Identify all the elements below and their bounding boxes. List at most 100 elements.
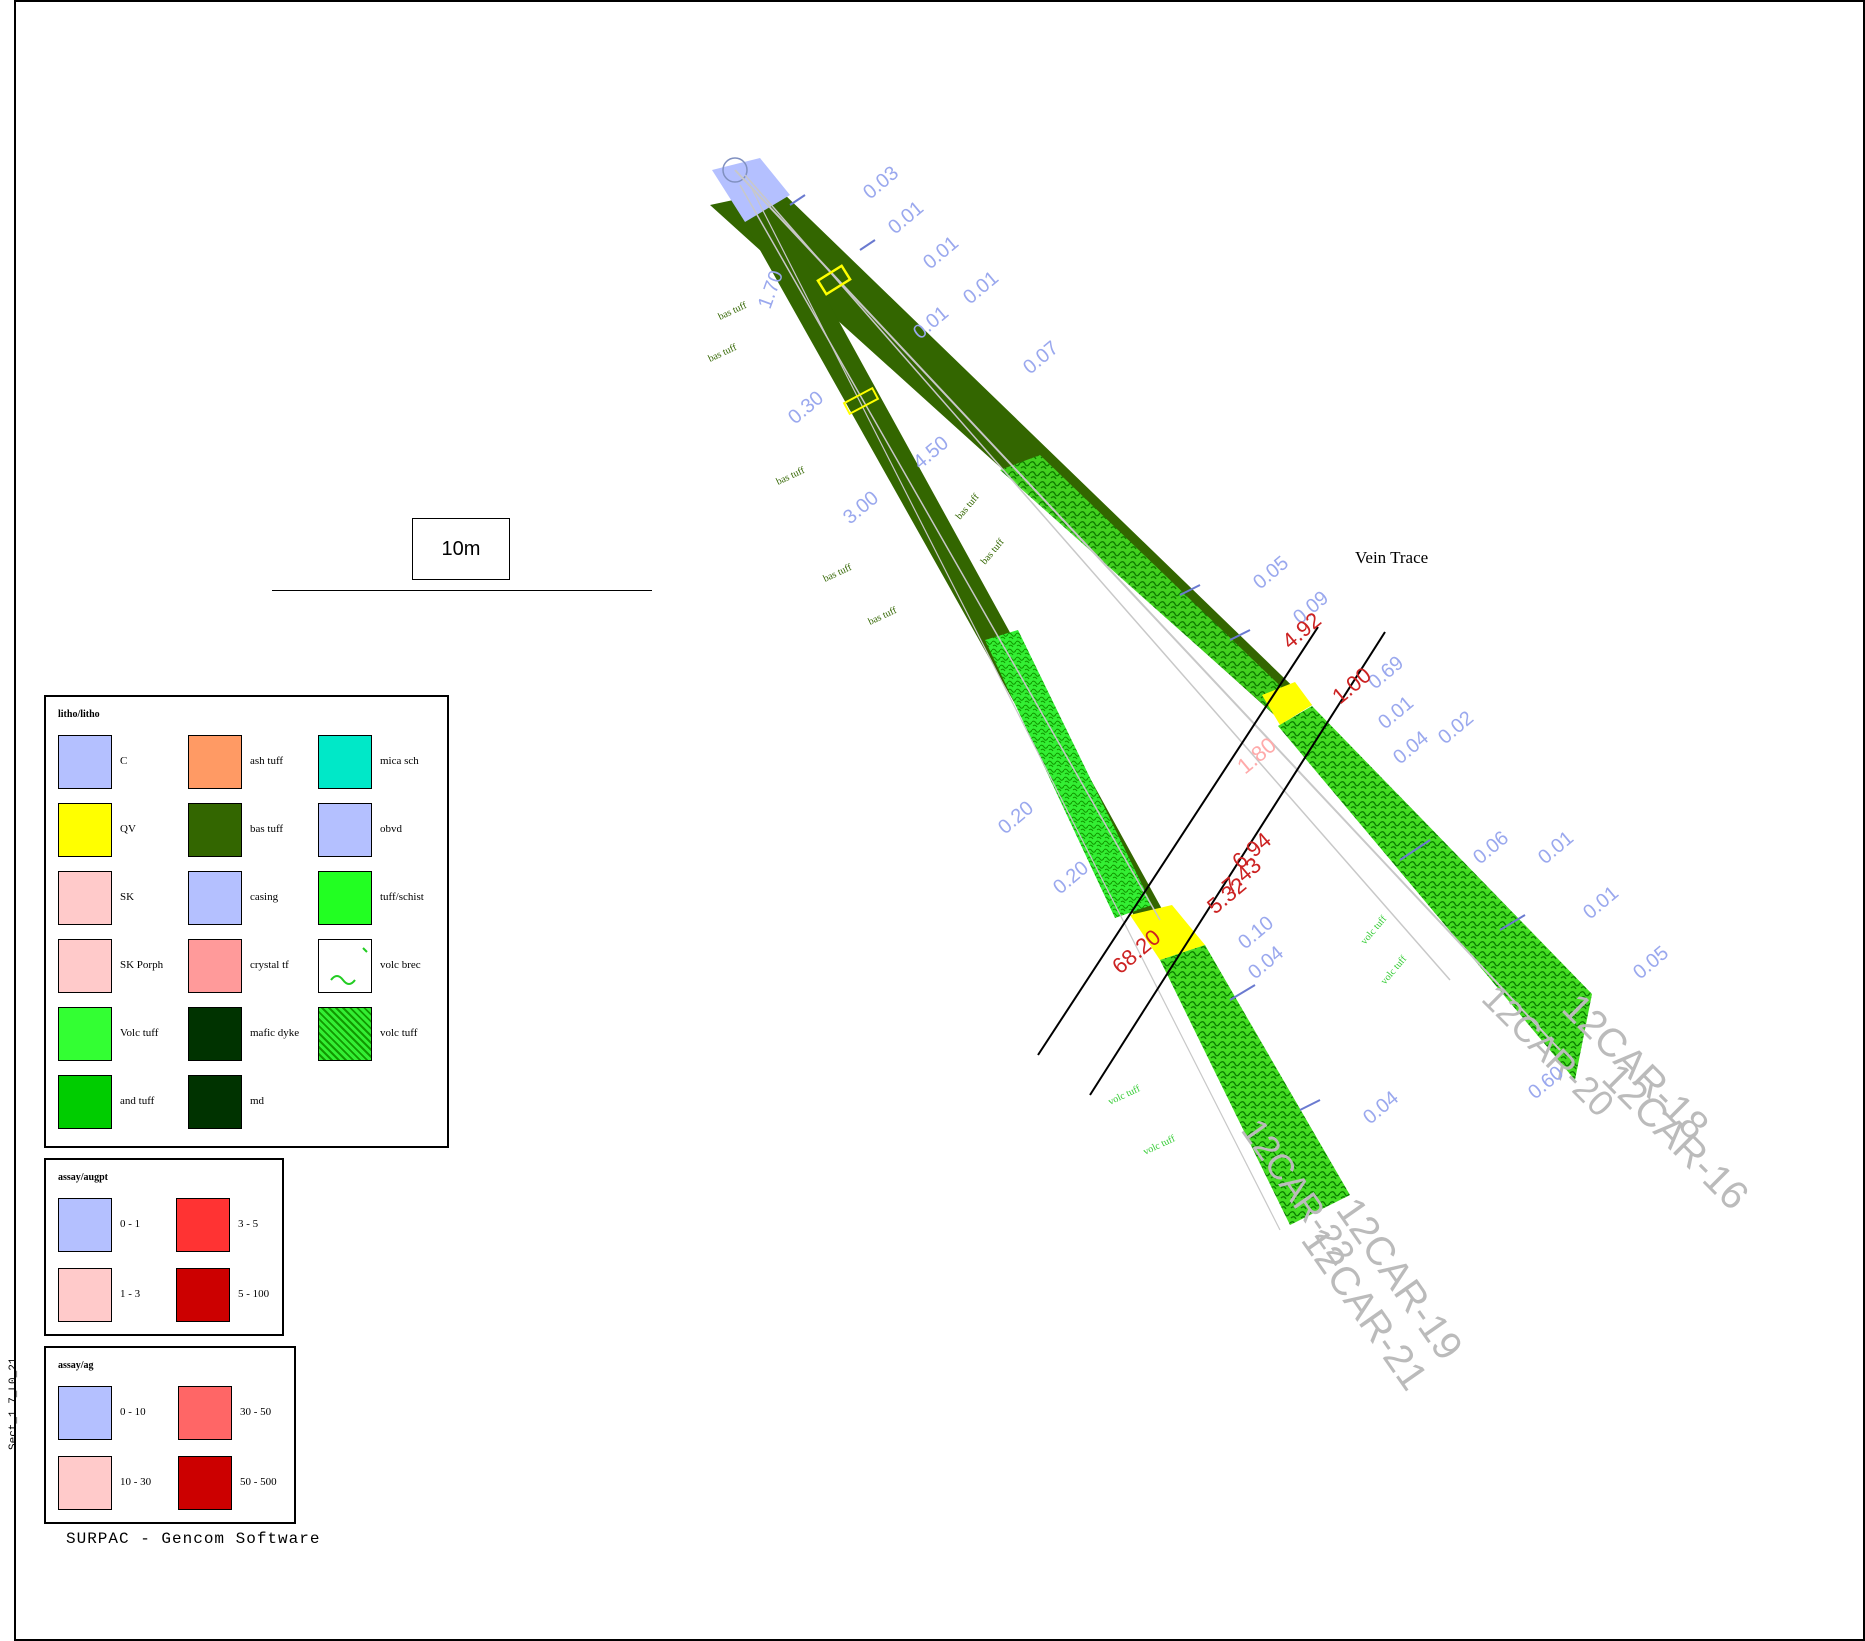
hole-east-volc-lower: [1278, 706, 1592, 1080]
legend-swatch: [58, 1007, 112, 1061]
legend-label: 0 - 10: [120, 1406, 146, 1418]
vein-trace-2: [1089, 631, 1386, 1096]
assay-blue: 0.04: [1359, 1087, 1403, 1129]
legend-label: casing: [250, 891, 279, 903]
legend-label: C: [120, 755, 128, 767]
legend-title: assay/ag: [58, 1360, 94, 1371]
assay-blue: 0.69: [1364, 652, 1408, 694]
assay-blue: 0.07: [1019, 337, 1063, 379]
assay-blue: 0.01: [1534, 827, 1578, 869]
collar-marker: [722, 157, 748, 183]
legend-swatch: [188, 871, 242, 925]
legend-swatch: [176, 1268, 230, 1322]
legend-label: 30 - 50: [240, 1406, 272, 1418]
litho-tag: bas tuff: [867, 605, 900, 628]
assay-blue: 0.20: [994, 797, 1038, 839]
qv-pod-1: [816, 264, 852, 296]
litho-tag: volc tuff: [1142, 1133, 1178, 1158]
assay-blue: 0.04: [1389, 727, 1433, 769]
assay-blue: 0.20: [1049, 857, 1093, 899]
assay-blue: 0.30: [784, 387, 828, 429]
legend-swatch: [188, 939, 242, 993]
interval-ticks: [789, 194, 1526, 1111]
legend-swatch: [318, 1007, 372, 1061]
litho-tag: bas tuff: [717, 300, 750, 323]
litho-tag: bas tuff: [822, 562, 855, 585]
legend-label: volc tuff: [380, 1027, 418, 1039]
legend-swatch: [318, 803, 372, 857]
hole-west-volc-lower: [1160, 945, 1350, 1225]
litho-tag: volc tuff: [1379, 953, 1410, 987]
legend-swatch: [58, 871, 112, 925]
legend-label: 5 - 100: [238, 1288, 270, 1300]
legend-label: 0 - 1: [120, 1218, 141, 1230]
hole-east-volc-upper: [1000, 455, 1300, 716]
assay-blue: 0.03: [859, 162, 903, 204]
legend-swatch: [318, 735, 372, 789]
litho-tag: volc tuff: [1359, 913, 1390, 947]
legend-label: 10 - 30: [120, 1476, 152, 1488]
legend-au: assay/augpt 0 - 1 3 - 5 1 - 3 5 - 100: [44, 1158, 284, 1336]
legend-label: crystal tf: [250, 959, 289, 971]
assay-blue: 0.01: [1579, 882, 1623, 924]
section-id: Sect_1.7_L0_21: [8, 1357, 20, 1450]
legend-swatch: [58, 735, 112, 789]
legend-swatch: [318, 939, 372, 993]
legend-swatch: [176, 1198, 230, 1252]
legend-swatch: [318, 871, 372, 925]
legend-label: tuff/schist: [380, 891, 424, 903]
legend-swatch: [178, 1456, 232, 1510]
legend-label: bas tuff: [250, 823, 284, 835]
legend-swatch: [58, 1456, 112, 1510]
legend-swatch: [58, 939, 112, 993]
legend-label: md: [250, 1095, 265, 1107]
vein-trace-label: Vein Trace: [1355, 548, 1429, 567]
assay-blue: 0.01: [884, 197, 928, 239]
litho-tag: bas tuff: [954, 491, 982, 522]
legend-label: SK: [120, 891, 135, 903]
legend-swatch: [188, 1007, 242, 1061]
legend-swatch: [58, 1198, 112, 1252]
litho-tag: bas tuff: [979, 536, 1007, 567]
legend-label: 3 - 5: [238, 1218, 259, 1230]
legend-label: mica sch: [380, 755, 419, 767]
assay-blue: 0.01: [959, 267, 1003, 309]
legend-label: obvd: [380, 823, 402, 835]
vein-trace-1: [1037, 626, 1319, 1056]
legend-title: assay/augpt: [58, 1172, 109, 1183]
legend-label: Volc tuff: [120, 1027, 159, 1039]
legend-swatch: [188, 735, 242, 789]
assay-blue: 0.01: [1374, 692, 1418, 734]
hole-west-qv: [1130, 905, 1205, 960]
legend-label: mafic dyke: [250, 1027, 300, 1039]
litho-tag: bas tuff: [707, 342, 740, 365]
drawing-frame: [14, 0, 1865, 1641]
legend-label: and tuff: [120, 1095, 155, 1107]
assay-blue: 0.05: [1629, 942, 1673, 984]
scale-text: 10m: [441, 537, 481, 560]
legend-label: QV: [120, 823, 136, 835]
assay-blue: 0.01: [919, 232, 963, 274]
legend-title: litho/litho: [58, 709, 100, 720]
assay-blue: 0.02: [1434, 707, 1478, 749]
legend-label: 1 - 3: [120, 1288, 141, 1300]
assay-blue: 0.05: [1249, 552, 1293, 594]
legend-swatch: [58, 1075, 112, 1129]
trace-west: [739, 184, 1161, 921]
litho-tag: bas tuff: [775, 465, 808, 488]
qv-pod-2: [842, 386, 880, 416]
assay-blue: 3.00: [839, 487, 883, 529]
legend-swatch: [188, 1075, 242, 1129]
legend-swatch: [188, 803, 242, 857]
legend-swatch: [58, 1386, 112, 1440]
legend-swatch: [178, 1386, 232, 1440]
trace-west-2: [749, 184, 1281, 1231]
legend-swatch: [58, 803, 112, 857]
legend-label: SK Porph: [120, 959, 164, 971]
legend-swatch: [58, 1268, 112, 1322]
trace-east: [734, 169, 1561, 1051]
collar-casing: [712, 158, 790, 222]
